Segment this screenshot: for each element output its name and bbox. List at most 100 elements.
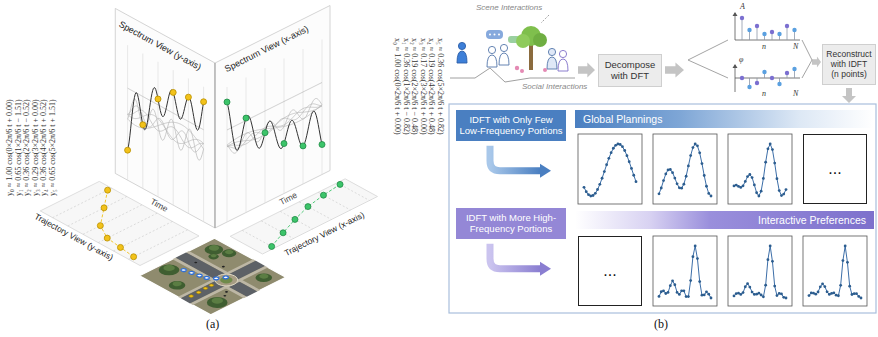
- plot-dot: [757, 195, 760, 198]
- equation: y₃ ≈ 0.29 cos(3×2π/6 t + 0.00): [32, 99, 41, 196]
- plot-dot: [632, 174, 635, 177]
- node-text: Interactive Preferences: [758, 214, 866, 227]
- plot-dot: [769, 245, 772, 248]
- trajectory-dot: [131, 254, 137, 260]
- person-head: [559, 50, 566, 57]
- axis-symbol: n: [762, 42, 766, 51]
- flower: [543, 68, 547, 72]
- equation: x₁ ≈ 0.36 cos(1×2π/6 t − 0.82): [401, 38, 410, 135]
- plot-dot: [782, 193, 785, 196]
- agent-marker: [188, 294, 194, 297]
- person-head: [458, 42, 465, 49]
- time-grid-line: [158, 62, 159, 197]
- person-body: [547, 57, 557, 69]
- equation: x₃ ≈ 0.17 cos(3×2π/6 t + 0.00): [418, 38, 427, 135]
- plot-dot: [605, 163, 608, 166]
- person-dot: [223, 295, 227, 297]
- process-box: Reconstruct with IDFT (n points): [822, 44, 876, 85]
- reconstruction-plot: [653, 134, 717, 204]
- result-panel: [449, 104, 876, 313]
- equation: y₂ ≈ 0.36 cos(2×2π/6 t − 0.52): [23, 99, 32, 196]
- plot-dot: [753, 183, 756, 186]
- plot-frame: [578, 134, 642, 204]
- stem-dot: [792, 67, 796, 71]
- stem-dot: [755, 24, 759, 28]
- tree: [252, 272, 275, 284]
- stem-dot: [762, 70, 766, 74]
- plot-dot: [710, 195, 713, 198]
- trajectory-dot: [105, 187, 111, 193]
- pedestrian-marker: [222, 275, 230, 279]
- method-box: IDFT with Only Few Low-Frequency Portion…: [456, 110, 566, 141]
- plot-dot: [680, 187, 683, 190]
- axis-arrowhead: [733, 12, 738, 16]
- curved-arrowhead: [540, 164, 551, 178]
- plot-dot: [846, 261, 849, 264]
- ellipsis-box: ...: [578, 236, 642, 306]
- plot-dot: [696, 257, 699, 260]
- plot-dot: [760, 190, 763, 193]
- plot-dot: [687, 295, 690, 298]
- trajectory-dot: [280, 230, 286, 236]
- plot-dot: [676, 291, 679, 294]
- panel-label: (a): [206, 318, 219, 332]
- trajectory-strip: [40, 181, 199, 265]
- person-body: [558, 59, 568, 71]
- sidewalk: [190, 266, 268, 305]
- person-body: [457, 51, 467, 63]
- reconstruction-plot: [653, 236, 717, 306]
- plot-dot: [610, 151, 613, 154]
- trajectory-line: [100, 190, 133, 257]
- curved-arrow: [490, 146, 540, 171]
- tree-highlight: [257, 273, 270, 280]
- plot-dot: [598, 183, 601, 186]
- person-head: [488, 46, 495, 53]
- plot-dot: [694, 245, 697, 248]
- trajectory-dot: [269, 243, 275, 249]
- stem-dot: [747, 85, 751, 89]
- plot-dot: [776, 177, 779, 180]
- annotation: Social Interactions: [522, 82, 587, 91]
- tree-highlight: [210, 254, 218, 258]
- time-line: [113, 221, 172, 251]
- sample-dot: [140, 122, 146, 128]
- axis-line: [735, 13, 736, 40]
- plot-dot: [823, 285, 826, 288]
- plot-dot: [676, 182, 679, 185]
- plot-dot: [612, 147, 615, 150]
- reconstruction-plot: [803, 236, 867, 306]
- plot-dot: [705, 185, 708, 188]
- plot-dot: [705, 290, 708, 293]
- plot-frame: [653, 134, 717, 204]
- tree-highlight: [171, 280, 184, 287]
- plot-dot: [744, 285, 747, 288]
- axis-symbol: φ: [739, 55, 743, 64]
- time-line: [98, 213, 157, 243]
- plot-dot: [689, 154, 692, 157]
- plot-dot: [855, 292, 858, 295]
- time-grid-line: [246, 78, 247, 213]
- stem-dot: [755, 81, 759, 85]
- plot-dot: [808, 294, 811, 297]
- pointer-line: [541, 15, 549, 23]
- stem-dot: [777, 82, 781, 86]
- equation: y₄ ≈ 0.36 cos(4×2π/6 t + 0.52): [40, 99, 49, 196]
- plot-dot: [669, 168, 672, 171]
- stem-dot: [770, 30, 774, 34]
- plot-dot: [773, 285, 776, 288]
- sample-dot: [170, 89, 176, 95]
- trajectory-dot: [337, 181, 343, 187]
- method-box: IDFT with More High-Frequency Portions: [456, 208, 566, 239]
- plot-dot: [601, 177, 604, 180]
- plot-dot: [739, 293, 742, 296]
- reconstruction-plot: [728, 134, 792, 204]
- plot-dot: [583, 186, 586, 189]
- plot-dot: [762, 295, 765, 298]
- axis-symbol: n: [762, 89, 766, 98]
- plot-dot: [673, 177, 676, 180]
- flow-arrow: [842, 88, 856, 103]
- trajectory-spectrum-illustration: [40, 6, 377, 315]
- node-text: Global Plannings: [583, 113, 662, 126]
- band: Global Plannings: [575, 110, 874, 128]
- reconstruction-plot: [578, 134, 642, 204]
